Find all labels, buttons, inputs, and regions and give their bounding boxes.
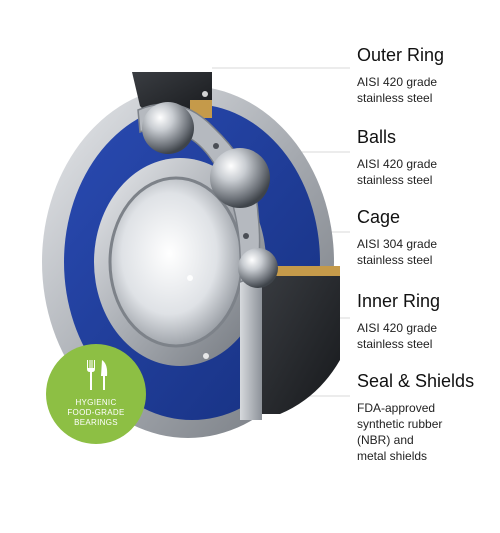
part-title: Inner Ring xyxy=(357,291,441,311)
bore xyxy=(110,178,242,346)
inner-ring-section xyxy=(258,266,340,414)
part-seal-shields: Seal & Shields FDA-approved synthetic ru… xyxy=(357,370,474,464)
fork-knife-icon xyxy=(87,360,108,390)
ball-1 xyxy=(142,102,194,154)
part-title: Balls xyxy=(357,127,397,147)
part-description: FDA-approved synthetic rubber (NBR) and … xyxy=(357,401,443,463)
part-description: AISI 420 grade stainless steel xyxy=(357,75,438,105)
part-description: AISI 304 grade stainless steel xyxy=(357,237,438,267)
part-description: AISI 420 grade stainless steel xyxy=(357,157,438,187)
part-title: Outer Ring xyxy=(357,45,445,65)
part-title: Seal & Shields xyxy=(357,371,475,391)
part-title: Cage xyxy=(357,207,401,227)
part-inner-ring: Inner Ring AISI 420 grade stainless stee… xyxy=(357,290,440,352)
ball-3 xyxy=(238,248,278,288)
part-cage: Cage AISI 304 grade stainless steel xyxy=(357,206,437,268)
badge-text: HYGIENIC FOOD-GRADE BEARINGS xyxy=(67,398,125,427)
part-description: AISI 420 grade stainless steel xyxy=(357,321,438,351)
part-balls: Balls AISI 420 grade stainless steel xyxy=(357,126,437,188)
food-grade-badge: HYGIENIC FOOD-GRADE BEARINGS xyxy=(46,344,146,444)
ball-2 xyxy=(210,148,270,208)
part-outer-ring: Outer Ring AISI 420 grade stainless stee… xyxy=(357,44,444,106)
